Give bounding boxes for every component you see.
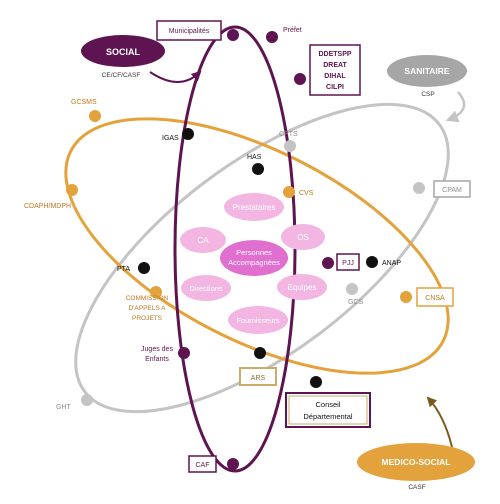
label-cdaph: CDAPH/MDPH <box>24 203 71 210</box>
sector-medico-social-label: MEDICO-SOCIAL <box>382 457 451 467</box>
sanitaire-arrow <box>445 91 466 123</box>
label-cpts: CPTS <box>279 131 298 138</box>
bubble-center-label-2: Accompagnées <box>228 258 280 267</box>
bubble-directions <box>181 275 231 301</box>
medico-social-arrow <box>426 396 453 448</box>
box-conseil-line-1: Conseil <box>315 400 340 409</box>
label-has: HAS <box>247 154 262 161</box>
dot-gcsms <box>89 110 101 122</box>
dot-prefet <box>227 29 239 41</box>
sector-sanitaire-sub: CSP <box>421 91 434 98</box>
box-caf <box>188 455 217 473</box>
dot-pjj <box>322 257 334 269</box>
sector-social <box>81 35 165 67</box>
social-arrow <box>149 70 202 83</box>
dot-conseil <box>310 376 322 388</box>
dot-juges <box>178 347 190 359</box>
bubble-ca-label: CA <box>197 236 209 245</box>
bubble-prestataires <box>224 193 284 221</box>
box-conseil-line-2: Départemental <box>303 412 353 421</box>
label-gcs: GCS <box>348 299 364 306</box>
label-igas: IGAS <box>162 135 179 142</box>
label-commission-line-2: D'APPELS A <box>128 305 166 312</box>
box-ars <box>239 367 277 386</box>
dot-cnsa <box>400 291 412 303</box>
sector-social-sub: CE/CF/CASF <box>102 72 141 79</box>
bubbles-cluster: Prestataires CA OS Personnes Accompagnée… <box>180 193 327 334</box>
label-commission-line-3: PROJETS <box>132 315 163 322</box>
dot-pta <box>138 262 150 274</box>
dot-purple-right <box>294 73 306 85</box>
dot-cpts <box>284 140 296 152</box>
dot-caf <box>227 458 239 470</box>
bubble-center <box>220 240 288 276</box>
bubble-os-label: OS <box>297 233 309 242</box>
label-ght: GHT <box>56 404 72 411</box>
box-cnsa-label: CNSA <box>425 295 445 302</box>
label-juges-line-1: Juges des <box>141 346 173 353</box>
dot-igas <box>182 128 194 140</box>
label-gcsms: GCSMS <box>71 99 97 106</box>
box-ddetspp-line-2: DREAT <box>323 62 347 69</box>
box-conseil-departemental <box>285 392 371 428</box>
label-pta: PTA <box>117 266 130 273</box>
sector-medico-social <box>357 443 475 481</box>
dot-cpam <box>413 182 425 194</box>
dot-has <box>252 163 264 175</box>
box-caf-label: CAF <box>196 462 210 469</box>
sector-social-label: SOCIAL <box>106 47 141 57</box>
bubble-directions-label: Directions <box>189 284 223 293</box>
bubble-equipes <box>277 274 327 300</box>
bubble-center-label-1: Personnes <box>236 248 272 257</box>
box-cpam-label: CPAM <box>442 187 462 194</box>
sector-medico-social-sub: CASF <box>408 484 425 491</box>
label-anap: ANAP <box>382 260 401 267</box>
bubble-os <box>281 224 325 250</box>
sector-sanitaire <box>387 55 467 87</box>
bubble-prestataires-label: Prestataires <box>233 203 276 212</box>
bubble-equipes-label: Equipes <box>288 283 317 292</box>
bubble-fournisseurs <box>228 306 288 334</box>
label-cvs: CVS <box>299 190 314 197</box>
box-cnsa <box>416 287 454 307</box>
box-ddetspp-line-4: CILPI <box>326 84 344 91</box>
orbit-dots <box>66 29 425 470</box>
bubble-fournisseurs-label: Fournisseurs <box>236 316 280 325</box>
dot-ars <box>254 347 266 359</box>
box-cpam <box>433 180 471 198</box>
box-ddetspp-line-1: DDETSPP <box>318 51 351 58</box>
box-ars-label: ARS <box>251 375 266 382</box>
dot-cdaph <box>66 184 78 196</box>
box-conseil-departemental-inner <box>288 395 368 425</box>
box-pjj <box>336 253 360 271</box>
label-juges-line-2: Enfants <box>145 356 169 363</box>
sanitaire-orbit <box>74 102 450 414</box>
dot-commission <box>150 286 162 298</box>
box-pjj-label: PJJ <box>342 260 354 267</box>
dot-anap <box>366 256 378 268</box>
box-ddetspp-line-3: DIHAL <box>324 73 346 80</box>
box-municipalites-label: Municipalités <box>169 28 210 35</box>
sector-sanitaire-label: SANITAIRE <box>404 66 450 76</box>
box-municipalites <box>156 20 222 41</box>
dot-ddetspp <box>266 31 278 43</box>
bubble-ca <box>180 227 226 253</box>
label-commission-line-1: COMMISSION <box>126 295 169 302</box>
box-ddetspp <box>309 44 361 96</box>
dot-cvs <box>283 186 295 198</box>
medico-social-orbit <box>64 117 450 375</box>
dot-gcs <box>346 283 358 295</box>
label-prefet: Préfet <box>283 27 302 34</box>
dot-ght <box>81 394 93 406</box>
